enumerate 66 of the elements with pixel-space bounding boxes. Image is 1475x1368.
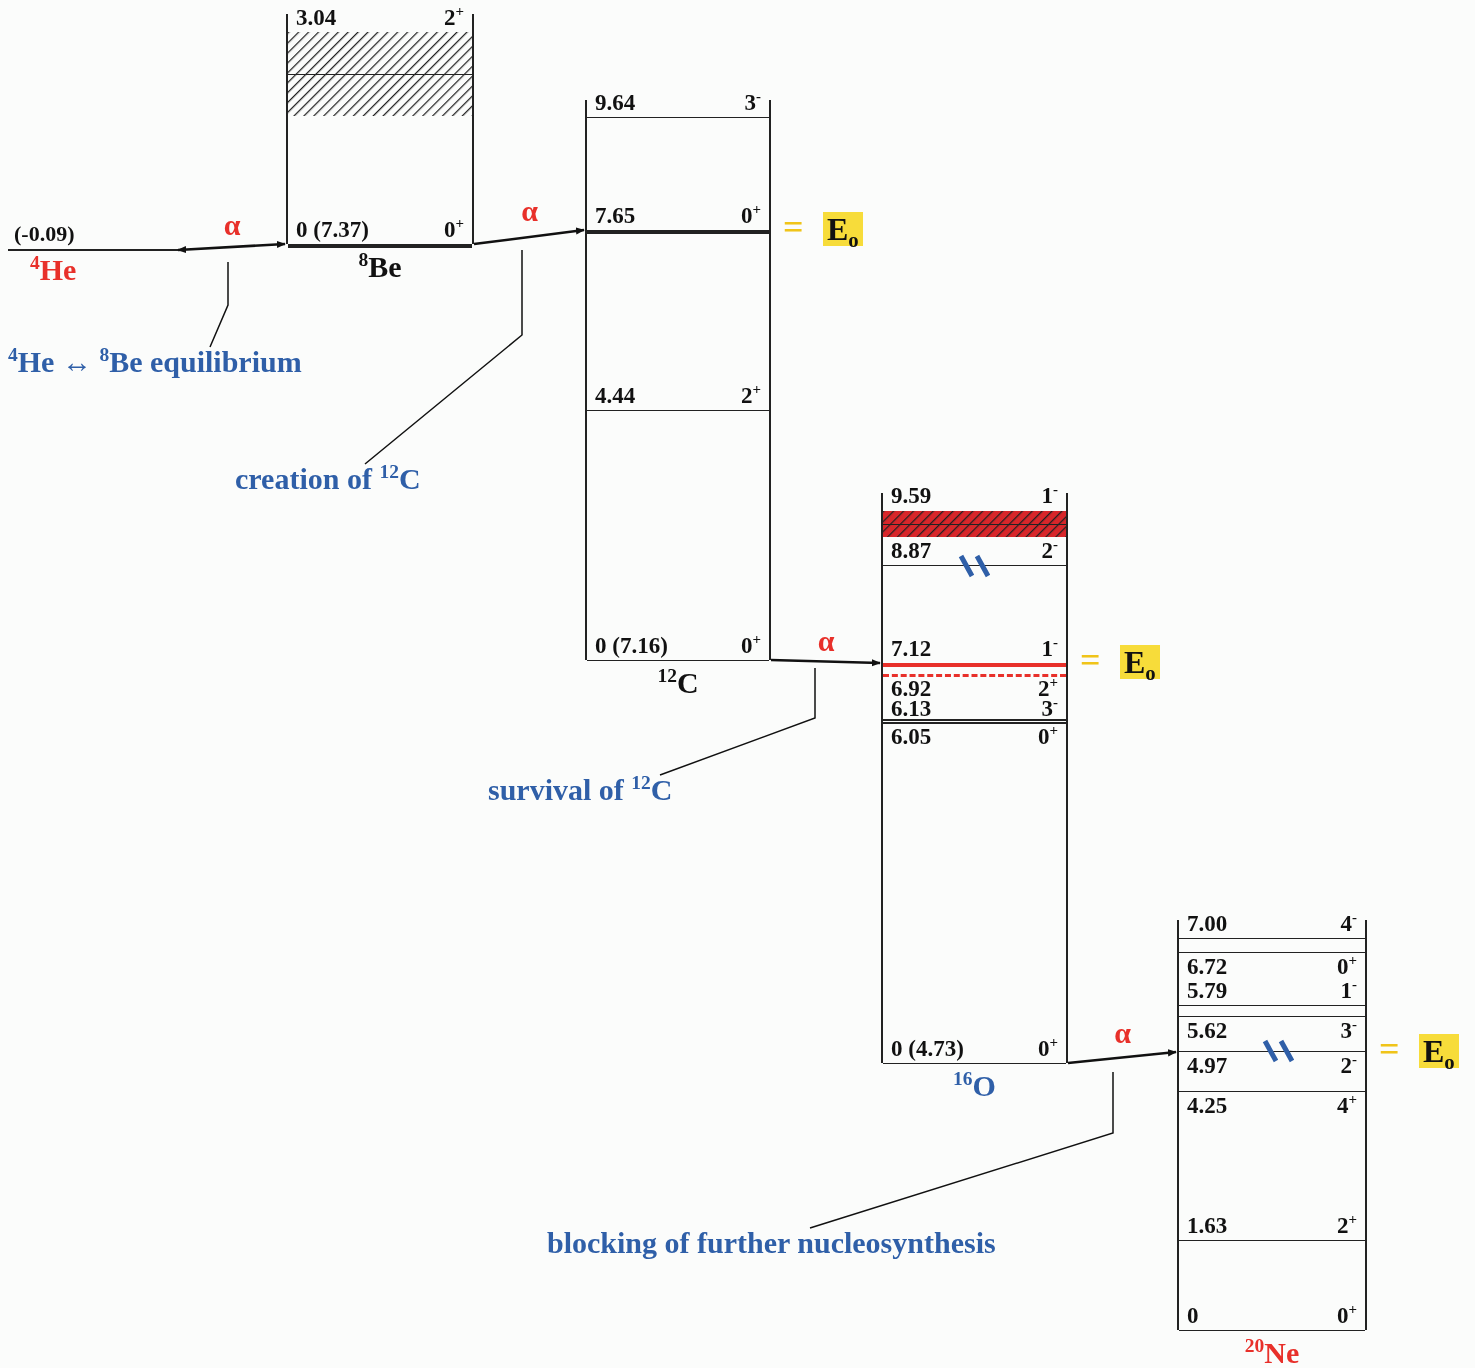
spin-parity: 4$^{-}$ [1340, 912, 1357, 936]
energy-value: 0 (7.16) [595, 634, 668, 658]
spin-parity: 3$^{-}$ [1340, 1019, 1357, 1043]
spin-parity: 1$^{-}$ [1340, 979, 1357, 1003]
leader-line [659, 667, 816, 776]
spin-parity: 1$^{-}$ [1041, 484, 1058, 508]
edge-label: α [1114, 1018, 1131, 1048]
annotation: survival of $^{12}$C [488, 773, 673, 807]
energy-value: 7.12 [891, 637, 932, 661]
spin-parity: 2$^{+}$ [741, 384, 761, 408]
annotation: blocking of further nucleosynthesis [547, 1226, 996, 1260]
spin-parity: 2$^{-}$ [1340, 1054, 1357, 1078]
nucleus-label: $^{16}$O [952, 1069, 997, 1103]
highlighted-symbol: E$_{o}$ [1120, 645, 1160, 679]
energy-value: 0 [1187, 1304, 1199, 1328]
highlighted-symbol: E$_{o}$ [1419, 1034, 1459, 1068]
edge-label: α [223, 210, 241, 240]
energy-value: 9.59 [891, 484, 932, 508]
annotation: $^{4}$He ↔ $^{8}$Be equilibrium [8, 345, 302, 379]
spin-parity: 2$^{+}$ [1337, 1214, 1357, 1238]
spin-parity: 0$^{+}$ [1337, 955, 1357, 979]
energy-value: 0 (4.73) [891, 1037, 964, 1061]
equals-sign: = [783, 212, 804, 242]
energy-value: 5.62 [1187, 1019, 1228, 1043]
arrow [770, 658, 881, 667]
spin-parity: 0$^{+}$ [1038, 1037, 1058, 1061]
arrow [177, 240, 286, 254]
nucleus-label: $^{12}$C [656, 666, 700, 700]
energy-value: 4.25 [1187, 1094, 1228, 1118]
nucleus-label: $^{4}$He [30, 254, 77, 286]
spin-parity: 3$^{-}$ [744, 91, 761, 115]
leader-line [809, 1071, 1114, 1229]
energy-value: 5.79 [1187, 979, 1228, 1003]
edge-label: α [817, 626, 835, 656]
spin-parity: 4$^{+}$ [1337, 1094, 1357, 1118]
energy-value: 0 (7.37) [296, 218, 369, 242]
spin-parity: 0$^{+}$ [741, 204, 761, 228]
energy-value: 1.63 [1187, 1214, 1228, 1238]
arrow [1067, 1049, 1177, 1065]
energy-value: 9.64 [595, 91, 636, 115]
spin-parity: 0$^{+}$ [1038, 725, 1058, 749]
leader-line [364, 249, 523, 465]
leader-line [209, 261, 229, 348]
energy-value: (-0.09) [14, 222, 75, 246]
spin-parity: 0$^{+}$ [741, 634, 761, 658]
spin-parity: 2$^{-}$ [1041, 539, 1058, 563]
spin-parity: 2$^{+}$ [444, 6, 464, 30]
spin-parity: 0$^{+}$ [1337, 1304, 1357, 1328]
annotation: creation of $^{12}$C [235, 462, 421, 496]
energy-value: 7.65 [595, 204, 636, 228]
energy-value: 7.00 [1187, 912, 1228, 936]
nucleus-label: $^{20}$Ne [1243, 1336, 1301, 1368]
spin-parity: 1$^{-}$ [1041, 637, 1058, 661]
equals-sign: = [1080, 645, 1101, 675]
edge-label: α [521, 196, 538, 226]
equals-sign: = [1379, 1034, 1400, 1064]
highlighted-symbol: E$_{o}$ [823, 212, 863, 246]
energy-value: 4.97 [1187, 1054, 1228, 1078]
nucleus-label: $^{8}$Be [357, 250, 403, 284]
energy-value: 6.72 [1187, 955, 1228, 979]
energy-value: 6.05 [891, 725, 932, 749]
energy-value: 4.44 [595, 384, 636, 408]
energy-value: 8.87 [891, 539, 932, 563]
arrow [473, 227, 585, 246]
energy-value: 3.04 [296, 6, 337, 30]
spin-parity: 0$^{+}$ [444, 218, 464, 242]
